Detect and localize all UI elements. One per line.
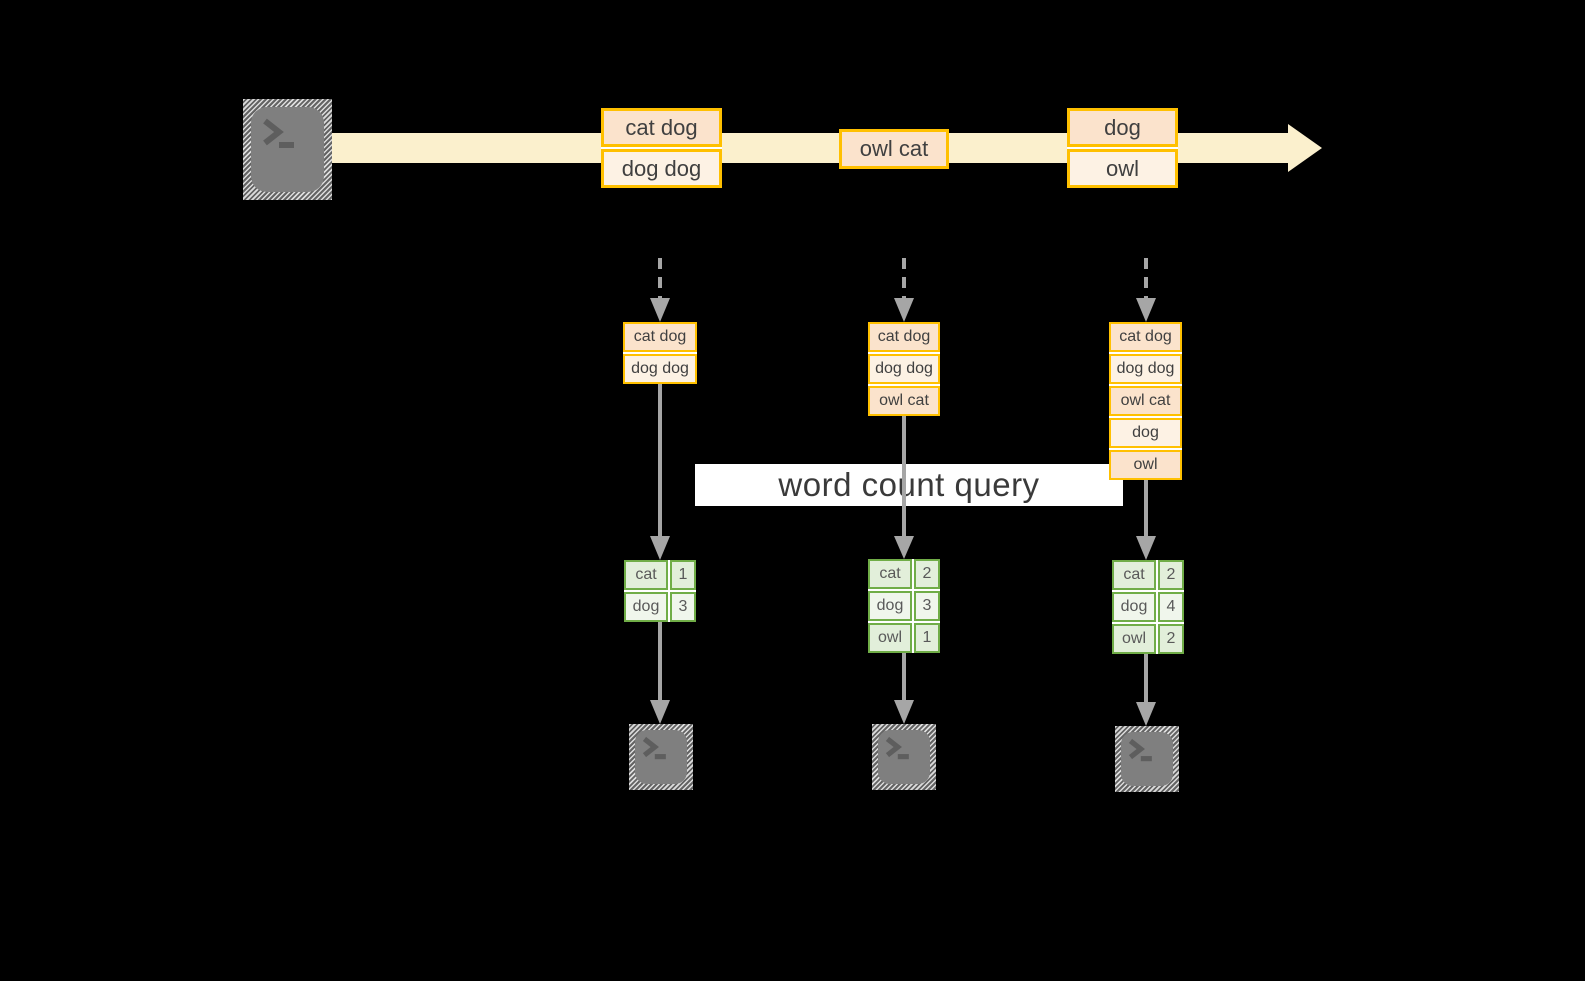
- input-row: dog dog: [623, 354, 697, 384]
- trigger-arrow: [650, 258, 670, 322]
- terminal-body: [251, 107, 324, 192]
- input-table: cat dog dog dog owl cat dog owl: [1109, 322, 1182, 480]
- word-cell: cat: [868, 559, 912, 589]
- word-cell: dog: [1112, 592, 1156, 622]
- sink-terminal-icon: [629, 724, 693, 790]
- count-cell: 2: [1158, 624, 1184, 654]
- query-label: word count query: [695, 464, 1123, 506]
- count-cell: 3: [670, 592, 696, 622]
- prompt-glyph-icon: [263, 118, 294, 148]
- word-cell: dog: [868, 591, 912, 621]
- batch-item: dog dog: [601, 149, 722, 188]
- word-cell: cat: [624, 560, 668, 590]
- input-row: owl cat: [1109, 386, 1182, 416]
- count-cell: 4: [1158, 592, 1184, 622]
- output-arrow: [1136, 654, 1156, 726]
- result-table: cat 2 dog 4 owl 2: [1112, 560, 1184, 654]
- count-cell: 1: [914, 623, 940, 653]
- input-row: owl cat: [868, 386, 940, 416]
- count-cell: 2: [914, 559, 940, 589]
- batch-item: owl cat: [839, 129, 949, 169]
- sink-terminal-icon: [1115, 726, 1179, 792]
- result-table: cat 1 dog 3: [624, 560, 696, 622]
- input-row: cat dog: [623, 322, 697, 352]
- result-table: cat 2 dog 3 owl 1: [868, 559, 940, 653]
- batch-item: owl: [1067, 149, 1178, 188]
- input-row: cat dog: [1109, 322, 1182, 352]
- input-row: cat dog: [868, 322, 940, 352]
- input-table: cat dog dog dog owl cat: [868, 322, 940, 416]
- stream-batch-box: cat dog dog dog: [601, 108, 722, 188]
- trigger-arrow: [894, 258, 914, 322]
- prompt-glyph-icon: [1128, 738, 1152, 762]
- input-row: dog: [1109, 418, 1182, 448]
- count-cell: 1: [670, 560, 696, 590]
- word-cell: dog: [624, 592, 668, 622]
- word-cell: cat: [1112, 560, 1156, 590]
- source-terminal-icon: [243, 99, 332, 200]
- count-cell: 3: [914, 591, 940, 621]
- query-arrow: [650, 384, 670, 560]
- output-arrow: [650, 622, 670, 724]
- input-row: owl: [1109, 450, 1182, 480]
- stream-batch-box: owl cat: [839, 129, 949, 169]
- prompt-glyph-icon: [885, 736, 909, 760]
- prompt-glyph-icon: [642, 736, 666, 760]
- word-cell: owl: [1112, 624, 1156, 654]
- sink-terminal-icon: [872, 724, 936, 790]
- count-cell: 2: [1158, 560, 1184, 590]
- trigger-arrow: [1136, 258, 1156, 322]
- stream-batch-box: dog owl: [1067, 108, 1178, 188]
- output-arrow: [894, 653, 914, 724]
- input-row: dog dog: [868, 354, 940, 384]
- query-arrow: [1136, 480, 1156, 560]
- batch-item: cat dog: [601, 108, 722, 147]
- batch-item: dog: [1067, 108, 1178, 147]
- word-cell: owl: [868, 623, 912, 653]
- input-row: dog dog: [1109, 354, 1182, 384]
- input-table: cat dog dog dog: [623, 322, 697, 384]
